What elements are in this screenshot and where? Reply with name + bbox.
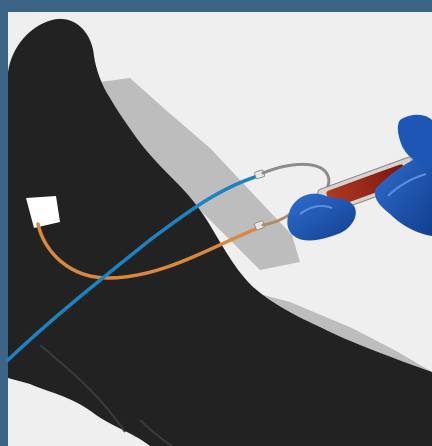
illustration-frame (0, 0, 432, 446)
central-line-blood-draw-illustration (0, 0, 432, 446)
